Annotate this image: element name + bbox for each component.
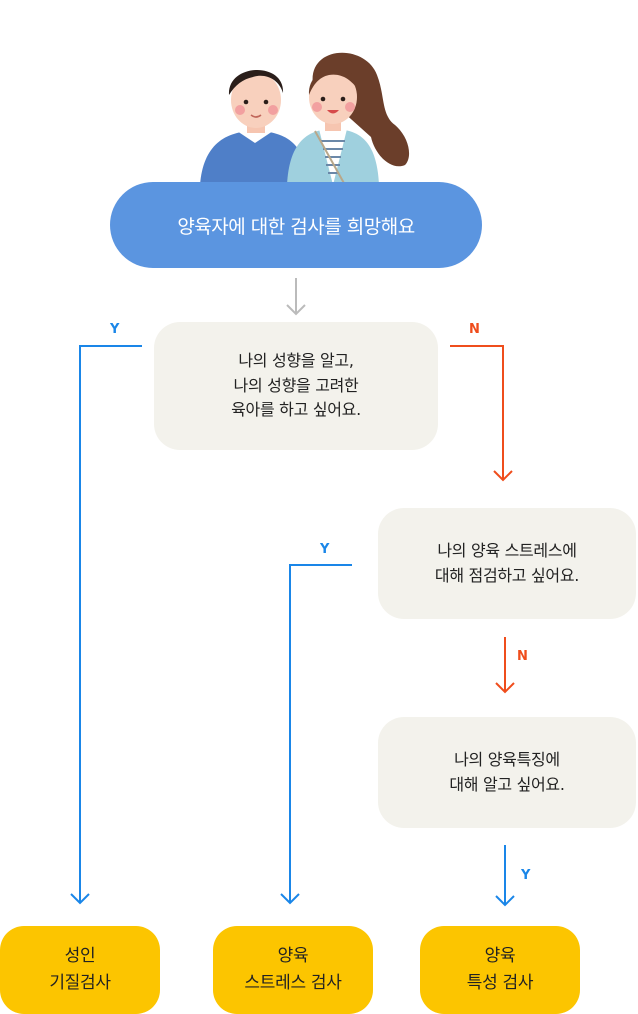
start-down-arrow [286, 278, 306, 316]
question-stress-text: 나의 양육 스트레스에 대해 점검하고 싶어요. [434, 540, 580, 585]
q2-no-label: N [517, 649, 528, 664]
result-adult-temperament-text: 성인 기질검사 [49, 945, 111, 993]
q3-yes-label: Y [521, 868, 531, 883]
start-node: 양육자에 대한 검사를 희망해요 [110, 182, 482, 268]
question-characteristics-text: 나의 양육특징에 대해 알고 싶어요. [449, 749, 565, 794]
result-parenting-characteristics-text: 양육 특성 검사 [466, 945, 534, 993]
q1-no-label: N [469, 322, 480, 337]
q1-no-connector [450, 345, 513, 482]
question-stress: 나의 양육 스트레스에 대해 점검하고 싶어요. [378, 508, 636, 619]
result-parenting-stress-test: 양육 스트레스 검사 [213, 926, 373, 1014]
start-label: 양육자에 대한 검사를 희망해요 [177, 215, 415, 238]
man-hair [228, 69, 284, 95]
q2-yes-label: Y [320, 542, 330, 557]
result-adult-temperament-test: 성인 기질검사 [0, 926, 160, 1014]
q3-yes-connector [495, 845, 515, 907]
q1-yes-connector [70, 345, 142, 905]
q2-yes-connector [280, 564, 352, 905]
question-tendency: 나의 성향을 알고, 나의 성향을 고려한 육아를 하고 싶어요. [154, 322, 438, 450]
man-face [231, 72, 281, 128]
q2-no-connector [495, 637, 515, 694]
q1-yes-label: Y [110, 322, 120, 337]
man-body [200, 131, 307, 185]
parents-illustration [200, 52, 410, 186]
result-parenting-stress-text: 양육 스트레스 검사 [244, 945, 342, 993]
question-characteristics: 나의 양육특징에 대해 알고 싶어요. [378, 717, 636, 828]
question-tendency-text: 나의 성향을 알고, 나의 성향을 고려한 육아를 하고 싶어요. [231, 350, 361, 420]
woman-face [309, 70, 357, 124]
result-parenting-characteristics-test: 양육 특성 검사 [420, 926, 580, 1014]
